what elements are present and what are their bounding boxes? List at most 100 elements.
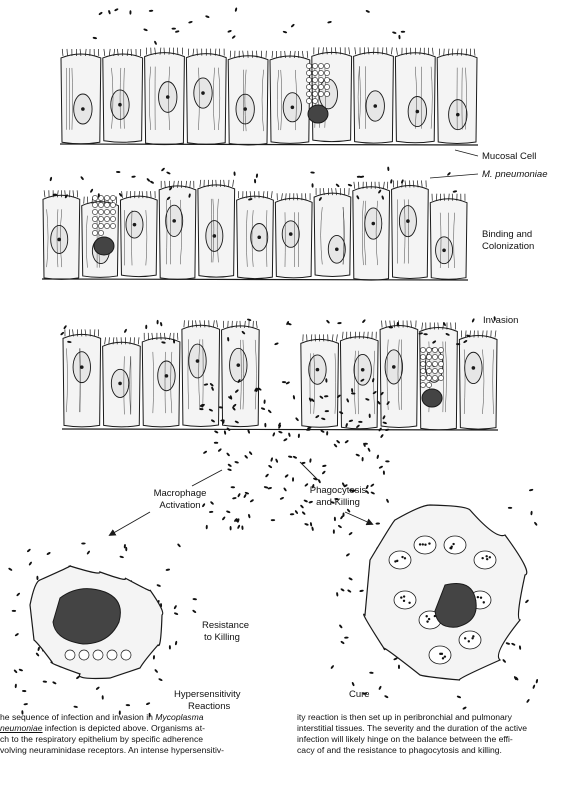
cilium bbox=[44, 190, 45, 197]
mycoplasma-organism bbox=[92, 37, 97, 40]
mycoplasma-organism bbox=[282, 381, 287, 383]
cilia bbox=[65, 329, 99, 336]
mycoplasma-organism bbox=[43, 680, 48, 683]
mycoplasma-organism bbox=[23, 703, 28, 706]
organisms-top bbox=[92, 7, 405, 45]
mucin-granule bbox=[306, 91, 311, 96]
label-invasion: Invasion bbox=[483, 315, 518, 327]
ingested-organism bbox=[449, 547, 451, 549]
mycoplasma-organism bbox=[154, 669, 158, 674]
mycoplasma-organism bbox=[337, 322, 342, 324]
ingested-organism bbox=[401, 556, 403, 558]
mycoplasma-organism bbox=[344, 440, 349, 444]
mycoplasma-organism bbox=[90, 188, 94, 193]
cilium bbox=[336, 334, 337, 341]
mucin-granule bbox=[420, 347, 425, 352]
mycoplasma-organism bbox=[249, 499, 254, 503]
ingested-organism bbox=[404, 557, 406, 559]
mycoplasma-organism bbox=[283, 30, 288, 33]
mycoplasma-organism bbox=[125, 547, 127, 551]
cilium bbox=[193, 49, 194, 56]
label-hypersensitivity: Hypersensitivity bbox=[174, 689, 241, 701]
mycoplasma-organism bbox=[530, 511, 532, 516]
vacuole bbox=[79, 650, 89, 660]
macrophage-cell bbox=[30, 566, 163, 679]
cilium bbox=[349, 47, 350, 54]
mycoplasma-organism bbox=[22, 690, 27, 692]
nucleolus bbox=[257, 235, 261, 239]
mycoplasma-organism bbox=[114, 8, 119, 12]
mucin-granule bbox=[420, 361, 425, 366]
mycoplasma-organism bbox=[192, 609, 197, 613]
mycoplasma-organism bbox=[362, 319, 366, 324]
mycoplasma-organism bbox=[369, 671, 374, 674]
mucin-granule bbox=[306, 77, 311, 82]
mucin-granule bbox=[432, 368, 437, 373]
mycoplasma-organism bbox=[333, 529, 335, 533]
mycoplasma-organism bbox=[116, 171, 120, 173]
mycoplasma-organism bbox=[336, 440, 341, 444]
nucleolus bbox=[213, 234, 217, 238]
cilium bbox=[382, 321, 383, 328]
mucin-granule bbox=[420, 382, 425, 387]
label-binding: Binding and bbox=[482, 229, 532, 241]
mycoplasma-organism bbox=[267, 487, 272, 490]
mycoplasma-organism bbox=[175, 641, 178, 646]
mycoplasma-organism bbox=[37, 646, 40, 651]
mycoplasma-organism bbox=[248, 451, 252, 456]
cilia bbox=[272, 51, 308, 58]
mycoplasma-organism bbox=[401, 31, 405, 33]
mycoplasma-organism bbox=[161, 167, 166, 171]
mycoplasma-organism bbox=[8, 567, 13, 571]
mycoplasma-organism bbox=[13, 669, 18, 674]
basement-membrane bbox=[60, 144, 478, 145]
mucin-granule bbox=[92, 209, 97, 214]
mycoplasma-organism bbox=[265, 473, 269, 478]
mucin-granule bbox=[420, 354, 425, 359]
mycoplasma-organism bbox=[387, 167, 389, 172]
mycoplasma-organism bbox=[309, 458, 312, 463]
mucin-granule bbox=[110, 223, 115, 228]
caption-right: ity reaction is then set up in peribronc… bbox=[297, 712, 565, 756]
phagocyte-cell bbox=[364, 505, 527, 680]
nucleolus bbox=[335, 248, 339, 252]
mycoplasma-organism bbox=[108, 10, 111, 15]
mycoplasma-organism bbox=[519, 645, 522, 650]
arrow-to-phagocyte bbox=[345, 512, 372, 524]
mycoplasma-organism bbox=[102, 695, 104, 700]
mycoplasma-organism bbox=[248, 514, 251, 519]
mycoplasma-organism bbox=[529, 489, 534, 492]
cilia bbox=[224, 321, 258, 328]
mycoplasma-organism bbox=[278, 430, 283, 433]
mycoplasma-organism bbox=[18, 668, 23, 671]
ingested-organism bbox=[485, 555, 487, 557]
ingested-organism bbox=[489, 556, 491, 558]
ingested-organism bbox=[480, 597, 482, 599]
cilia bbox=[394, 180, 427, 187]
mycoplasma-organism bbox=[506, 642, 511, 645]
mucin-granule bbox=[318, 84, 323, 89]
cilia bbox=[439, 49, 475, 56]
mucin-granule bbox=[312, 63, 317, 68]
mycoplasma-organism bbox=[270, 457, 273, 462]
cilium bbox=[323, 334, 324, 341]
mycoplasma-organism bbox=[295, 417, 299, 422]
mucin-granule bbox=[306, 84, 311, 89]
ingested-organism bbox=[483, 601, 485, 603]
epithelial-cell bbox=[314, 193, 351, 276]
mycoplasma-organism bbox=[380, 434, 384, 439]
cilium bbox=[495, 330, 496, 337]
ingested-organism bbox=[400, 596, 402, 598]
nucleolus bbox=[236, 363, 240, 367]
mycoplasma-organism bbox=[344, 637, 348, 639]
mycoplasma-organism bbox=[365, 10, 370, 14]
mycoplasma-organism bbox=[340, 588, 345, 592]
mucin-granule bbox=[420, 375, 425, 380]
mycoplasma-organism bbox=[334, 517, 336, 521]
cilium bbox=[105, 337, 106, 344]
mucin-granule bbox=[432, 354, 437, 359]
mycoplasma-organism bbox=[244, 455, 248, 460]
caption-left: he sequence of infection and invasion in… bbox=[0, 712, 280, 756]
mucin-granule bbox=[104, 195, 109, 200]
mycoplasma-organism bbox=[447, 172, 452, 177]
